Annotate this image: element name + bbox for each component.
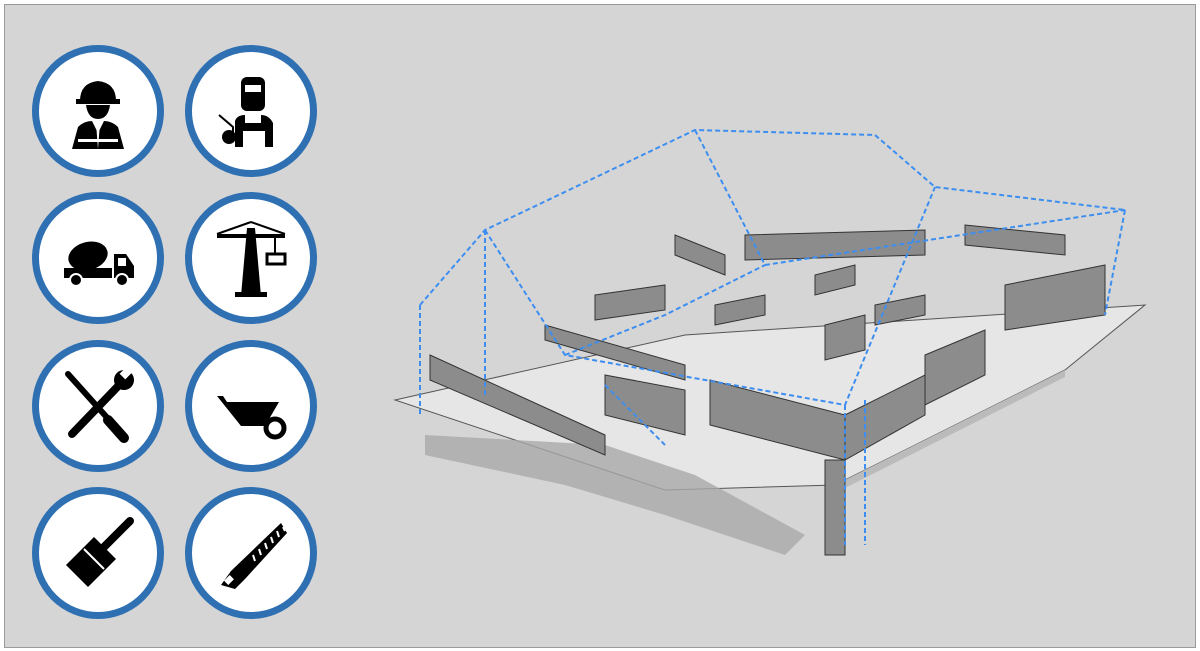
paint-brush-icon[interactable]	[32, 487, 164, 619]
walls	[429, 224, 1106, 556]
hand-saw-icon[interactable]	[185, 487, 317, 619]
shadows	[425, 435, 805, 555]
roof-wireframe	[419, 128, 1126, 545]
tower-crane-icon[interactable]	[185, 192, 317, 324]
wheelbarrow-icon[interactable]	[185, 340, 317, 472]
cement-mixer-truck-icon[interactable]	[32, 192, 164, 324]
screwdriver-wrench-icon[interactable]	[32, 340, 164, 472]
building-wireframe-illustration	[393, 128, 1147, 556]
construction-worker-icon[interactable]	[32, 45, 164, 177]
welder-icon[interactable]	[185, 45, 317, 177]
canvas	[4, 4, 1196, 648]
